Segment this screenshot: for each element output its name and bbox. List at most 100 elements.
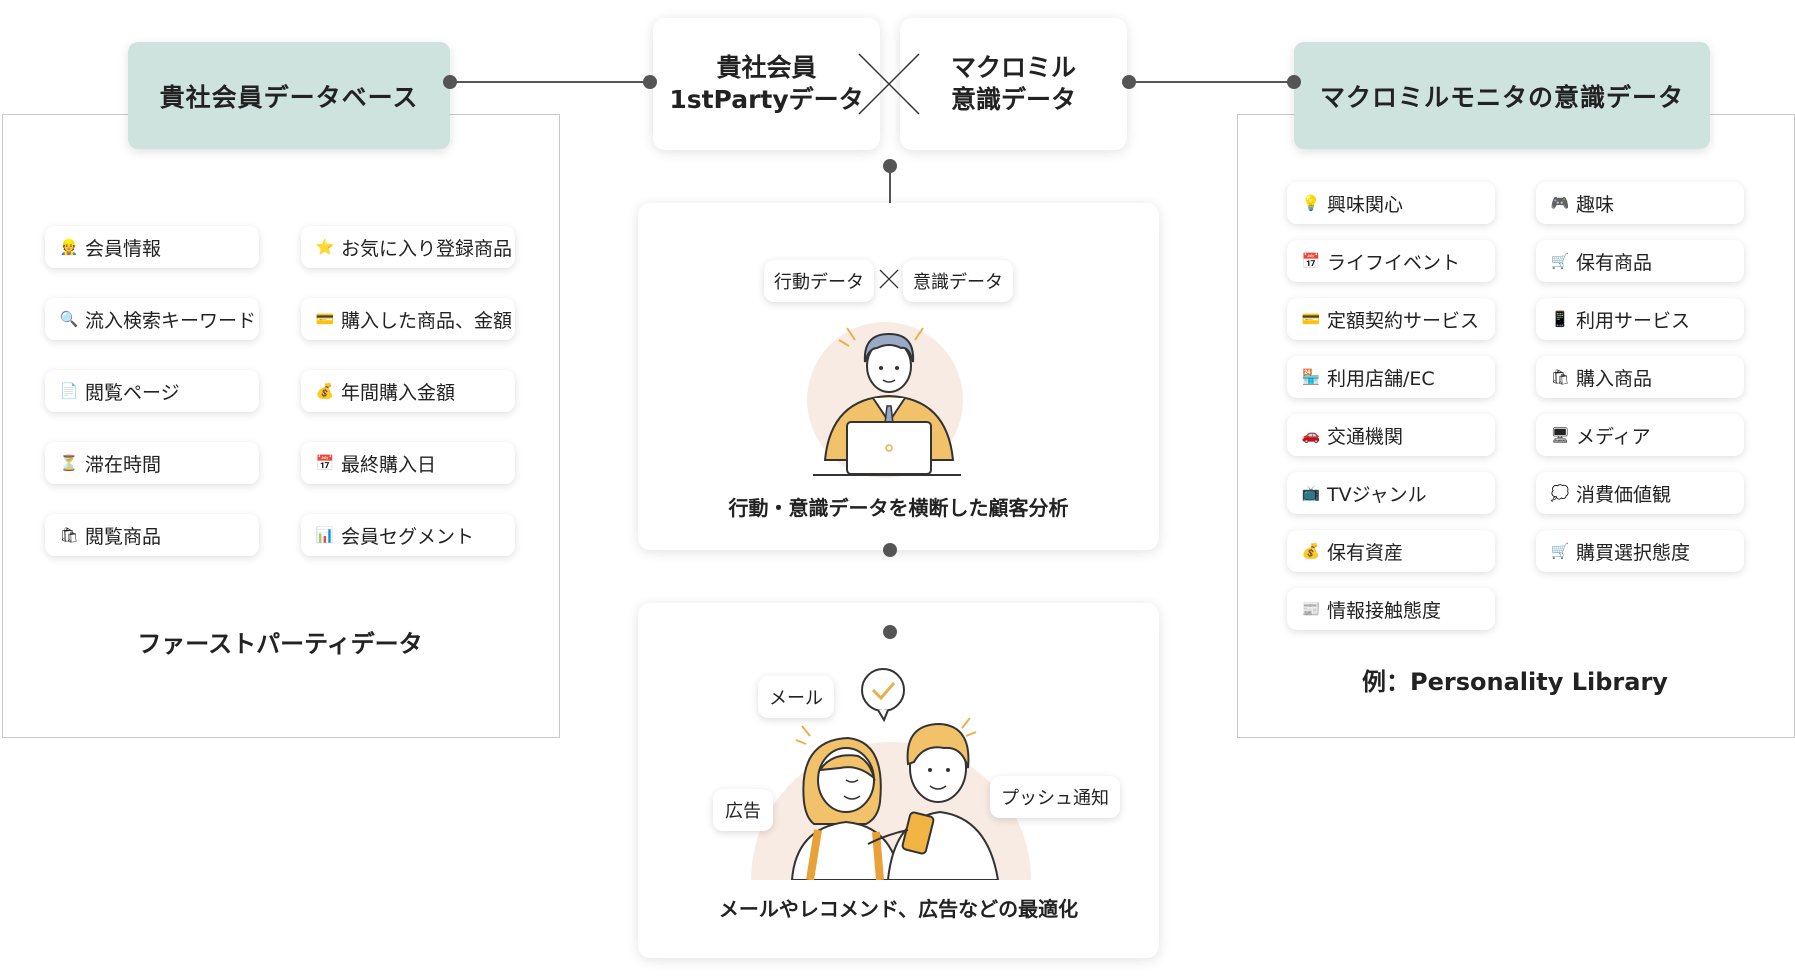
data-item-label: お気に入り登録商品 [341, 237, 513, 260]
data-item-label: 情報接触態度 [1327, 599, 1442, 622]
macromill-card-line2: 意識データ [950, 85, 1076, 114]
monitor-icon: 🖥 [1550, 426, 1570, 444]
magnifier-icon: 🔍 [59, 310, 79, 328]
data-item-label: 購買選択態度 [1576, 541, 1691, 564]
push-notification-chip: プッシュ通知 [990, 776, 1120, 818]
data-item-label: 定額契約サービス [1327, 309, 1480, 332]
analyst-illustration [807, 322, 963, 478]
right-connector-line [1129, 81, 1294, 83]
data-item-chip: 💡 興味関心 [1287, 182, 1495, 224]
shopping-bags-icon: 🛍 [59, 526, 79, 544]
optimization-title: メールやレコメンド、広告などの最適化 [718, 897, 1079, 921]
data-item-chip: 🖥 メディア [1536, 414, 1744, 456]
calendar-icon: 📅 [315, 454, 335, 472]
data-item-label: 利用サービス [1576, 309, 1691, 332]
shopping-cart-icon: 🛒 [1550, 542, 1570, 560]
shopping-bags-icon: 🛍 [1550, 368, 1570, 386]
first-party-panel [2, 114, 560, 738]
analysis-bottom-dot [883, 543, 897, 557]
marketing-illustration [751, 668, 1031, 880]
store-icon: 🏪 [1301, 368, 1321, 386]
data-item-label: 保有商品 [1576, 251, 1653, 274]
ad-chip: 広告 [713, 789, 773, 831]
data-item-chip: 📺 TVジャンル [1287, 472, 1495, 514]
behavior-data-chip: 行動データ [764, 260, 874, 302]
data-item-chip: 💰 年間購入金額 [301, 370, 515, 412]
data-item-chip: 🛒 保有商品 [1536, 240, 1744, 282]
data-item-chip: 💰 保有資産 [1287, 530, 1495, 572]
cross-icon [858, 53, 920, 115]
hourglass-icon: ⏳ [59, 454, 79, 472]
credit-card-icon: 💳 [1301, 310, 1321, 328]
mobile-phone-icon: 📱 [1550, 310, 1570, 328]
left-card-connector-dot [643, 75, 657, 89]
data-item-chip: 🛍 購入商品 [1536, 356, 1744, 398]
data-item-chip: 🎮 趣味 [1536, 182, 1744, 224]
money-bag-icon: 💰 [315, 382, 335, 400]
credit-card-icon: 💳 [315, 310, 335, 328]
data-item-label: 滞在時間 [85, 453, 162, 476]
small-cross-icon [879, 269, 899, 289]
consciousness-header: マクロミルモニタの意識データ [1294, 42, 1710, 149]
tv-icon: 📺 [1301, 484, 1321, 502]
bar-chart-icon: 📊 [315, 526, 335, 544]
data-item-label: 年間購入金額 [341, 381, 456, 404]
data-item-chip: 📊 会員セグメント [301, 514, 515, 556]
person-badge-icon: 👷 [59, 238, 79, 256]
analysis-title: 行動・意識データを横断した顧客分析 [728, 496, 1069, 520]
data-item-label: 会員セグメント [341, 525, 475, 548]
first-party-card-line1: 貴社会員 [716, 53, 817, 82]
data-item-label: 購入した商品、金額 [341, 309, 513, 332]
data-item-chip: 💳 購入した商品、金額 [301, 298, 515, 340]
money-bag-icon: 💰 [1301, 542, 1321, 560]
data-item-label: 閲覧商品 [85, 525, 162, 548]
data-item-label: メディア [1576, 425, 1651, 448]
first-party-data-card: 貴社会員 1stPartyデータ [653, 18, 880, 150]
first-party-card-line2: 1stPartyデータ [669, 85, 864, 114]
data-item-label: 交通機関 [1327, 425, 1404, 448]
data-item-chip: 🔍 流入検索キーワード [45, 298, 259, 340]
data-item-chip: 📅 ライフイベント [1287, 240, 1495, 282]
light-bulb-icon: 💡 [1301, 194, 1321, 212]
mail-chip: メール [758, 676, 834, 718]
left-connector-line [450, 81, 650, 83]
data-item-chip: 🛍 閲覧商品 [45, 514, 259, 556]
data-item-label: 閲覧ページ [85, 381, 180, 404]
optimization-top-dot [883, 625, 897, 639]
star-icon: ⭐ [315, 238, 335, 256]
data-item-label: TVジャンル [1327, 483, 1427, 506]
data-item-chip: 📱 利用サービス [1536, 298, 1744, 340]
page-icon: 📄 [59, 382, 79, 400]
data-item-chip: 💳 定額契約サービス [1287, 298, 1495, 340]
data-item-label: 会員情報 [85, 237, 162, 260]
data-item-chip: 📰 情報接触態度 [1287, 588, 1495, 630]
data-item-chip: 📅 最終購入日 [301, 442, 515, 484]
game-controller-icon: 🎮 [1550, 194, 1570, 212]
macromill-card-line1: マクロミル [950, 53, 1076, 82]
data-item-chip: ⭐ お気に入り登録商品 [301, 226, 515, 268]
data-item-chip: ⏳ 滞在時間 [45, 442, 259, 484]
data-item-chip: 👷 会員情報 [45, 226, 259, 268]
data-item-chip: 📄 閲覧ページ [45, 370, 259, 412]
data-item-chip: 🏪 利用店舗/EC [1287, 356, 1495, 398]
first-party-caption: ファーストパーティデータ [137, 630, 423, 658]
data-item-chip: 🛒 購買選択態度 [1536, 530, 1744, 572]
shopping-cart-icon: 🛒 [1550, 252, 1570, 270]
data-item-label: 購入商品 [1576, 367, 1653, 390]
data-item-label: 利用店舗/EC [1327, 367, 1435, 390]
newspaper-icon: 📰 [1301, 600, 1321, 618]
calendar-icon: 📅 [1301, 252, 1321, 270]
data-item-label: 興味関心 [1327, 193, 1404, 216]
consciousness-data-chip: 意識データ [903, 260, 1013, 302]
car-icon: 🚗 [1301, 426, 1321, 444]
macromill-data-card: マクロミル 意識データ [900, 18, 1127, 150]
vertical-connector-line [889, 166, 891, 228]
speech-bubble-icon: 💭 [1550, 484, 1570, 502]
data-item-label: ライフイベント [1327, 251, 1461, 274]
data-item-label: 趣味 [1576, 193, 1615, 216]
first-party-header: 貴社会員データベース [128, 42, 450, 149]
data-item-label: 消費価値観 [1576, 483, 1672, 506]
data-item-label: 保有資産 [1327, 541, 1404, 564]
data-item-label: 最終購入日 [341, 453, 437, 476]
data-item-label: 流入検索キーワード [85, 309, 257, 332]
